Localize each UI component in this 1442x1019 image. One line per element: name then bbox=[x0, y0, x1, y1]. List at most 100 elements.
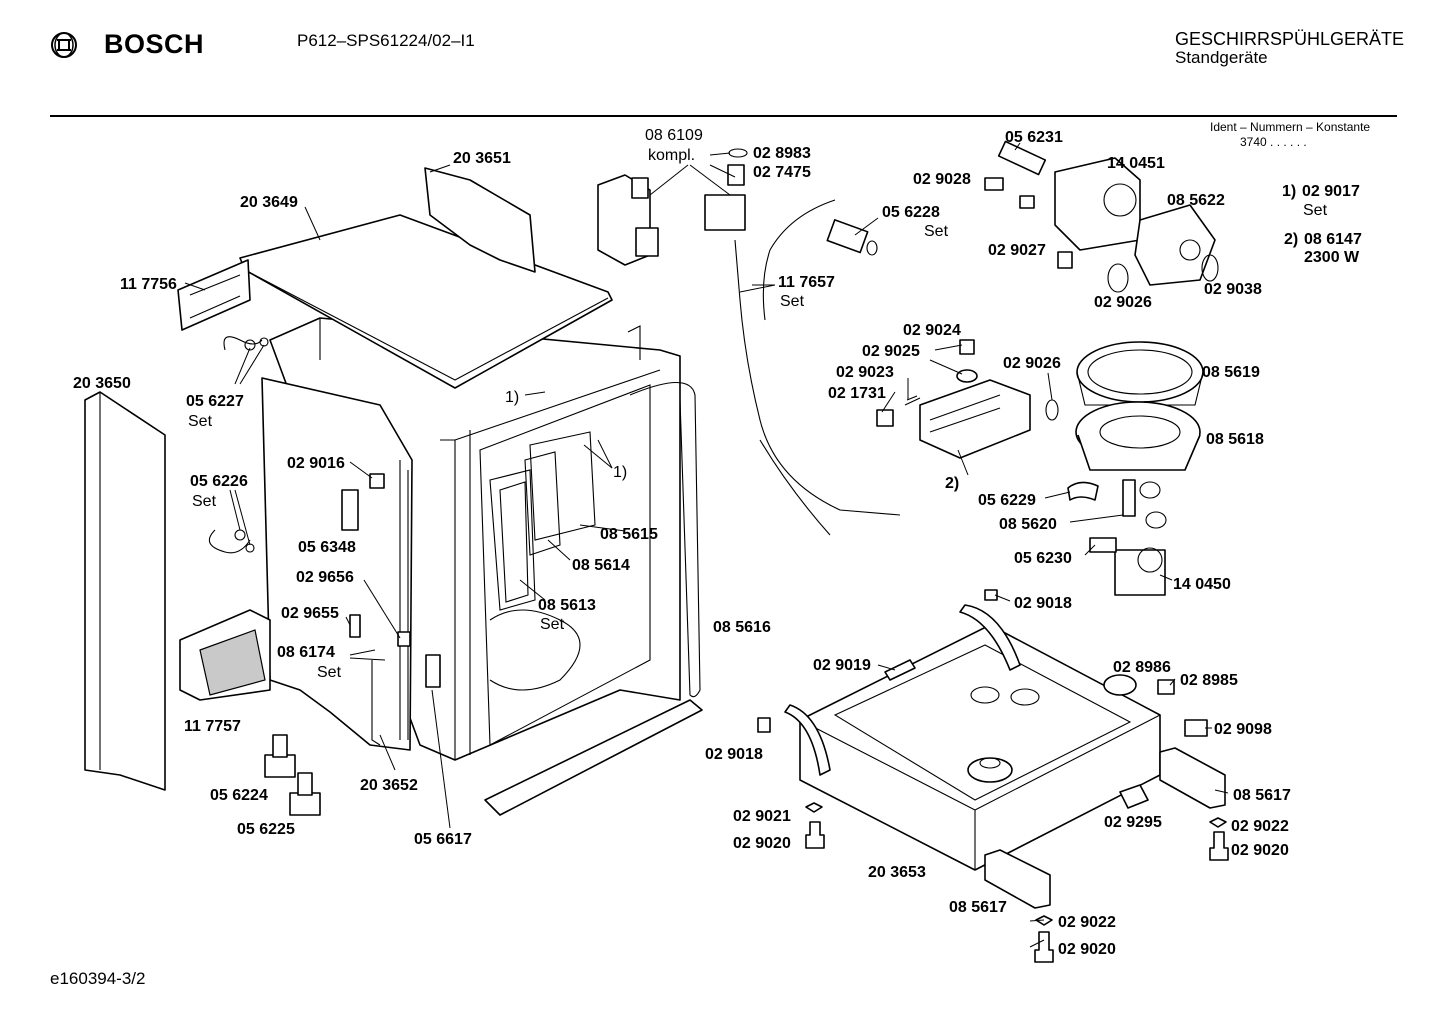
label-14-0451: 14 0451 bbox=[1107, 155, 1165, 172]
label-05-6224: 05 6224 bbox=[210, 787, 268, 804]
part-02-9025 bbox=[956, 369, 978, 383]
document-id: e160394-3/2 bbox=[50, 969, 146, 988]
label-08-5617-a: 08 5617 bbox=[1233, 787, 1291, 804]
ident-value: 3740 . . . . . . bbox=[1240, 135, 1307, 149]
label-02-9026-a: 02 9026 bbox=[1094, 294, 1152, 311]
back-strip-panel bbox=[424, 167, 536, 273]
label-08-5619: 08 5619 bbox=[1202, 364, 1260, 381]
note-1-sub: Set bbox=[1303, 202, 1328, 219]
hose-05-6226 bbox=[208, 529, 251, 554]
seal-08-5613 bbox=[489, 469, 536, 611]
label-02-9018-a: 02 9018 bbox=[1014, 595, 1072, 612]
label-02-1731: 02 1731 bbox=[828, 385, 886, 402]
label-08-5617-b: 08 5617 bbox=[949, 899, 1007, 916]
label-02-9020-b: 02 9020 bbox=[733, 835, 791, 852]
label-note2: 2) bbox=[945, 475, 959, 492]
label-note1-mid: 1) bbox=[613, 464, 627, 481]
label-08-5620: 08 5620 bbox=[999, 516, 1057, 533]
label-02-9021: 02 9021 bbox=[733, 808, 791, 825]
valve-assembly-08-6109 bbox=[597, 148, 748, 266]
clip-02-9018b bbox=[757, 717, 771, 733]
label-11-7756: 11 7756 bbox=[120, 276, 177, 293]
pump-housing-08-5622 bbox=[1134, 204, 1216, 286]
ident-label: Ident – Nummern – Konstante bbox=[1210, 120, 1371, 134]
foot-08-5617b bbox=[984, 849, 1051, 909]
label-08-6174: 08 6174 bbox=[277, 644, 335, 661]
label-05-6231: 05 6231 bbox=[1005, 129, 1063, 146]
part-08-6174 bbox=[371, 660, 381, 746]
float-02-8986 bbox=[1103, 674, 1137, 696]
gasket-08-5616 bbox=[629, 381, 701, 698]
label-08-5618: 08 5618 bbox=[1206, 431, 1264, 448]
switch-02-9016 bbox=[369, 473, 385, 489]
nut-02-9021 bbox=[805, 802, 823, 813]
note-2-key: 2) bbox=[1284, 231, 1298, 248]
label-05-6228-set: Set bbox=[924, 223, 949, 240]
switch-02-1731 bbox=[876, 409, 894, 427]
nut-02-9022a bbox=[1209, 817, 1227, 828]
latch-05-6348 bbox=[341, 489, 359, 531]
label-02-9016: 02 9016 bbox=[287, 455, 345, 472]
note-2-part: 08 6147 bbox=[1304, 231, 1362, 248]
label-20-3650: 20 3650 bbox=[73, 375, 131, 392]
label-02-9026-b: 02 9026 bbox=[1003, 355, 1061, 372]
leader-lines bbox=[184, 142, 1229, 948]
label-08-6174-set: Set bbox=[317, 664, 342, 681]
label-05-6225: 05 6225 bbox=[237, 821, 295, 838]
label-05-6227-set: Set bbox=[188, 413, 213, 430]
label-02-9038: 02 9038 bbox=[1204, 281, 1262, 298]
label-02-9024: 02 9024 bbox=[903, 322, 961, 339]
label-02-9656: 02 9656 bbox=[296, 569, 354, 586]
side-panel-20-3650 bbox=[84, 391, 166, 791]
label-02-7475: 02 7475 bbox=[753, 164, 811, 181]
label-05-6617: 05 6617 bbox=[414, 831, 472, 848]
model-number: P612–SPS61224/02–I1 bbox=[297, 31, 475, 50]
label-20-3649: 20 3649 bbox=[240, 194, 298, 211]
part-02-9027 bbox=[1057, 251, 1073, 269]
valve-05-6225 bbox=[289, 772, 321, 816]
label-02-9295: 02 9295 bbox=[1104, 814, 1162, 831]
label-02-9019: 02 9019 bbox=[813, 657, 871, 674]
label-05-6348: 05 6348 bbox=[298, 539, 356, 556]
seal-08-5614 bbox=[524, 451, 561, 556]
label-08-5622: 08 5622 bbox=[1167, 192, 1225, 209]
label-02-8986: 02 8986 bbox=[1113, 659, 1171, 676]
label-02-9098: 02 9098 bbox=[1214, 721, 1272, 738]
label-08-5615: 08 5615 bbox=[600, 526, 658, 543]
side-panel-left bbox=[261, 377, 413, 751]
part-02-9656 bbox=[397, 631, 411, 647]
label-02-9027: 02 9027 bbox=[988, 242, 1046, 259]
hose-11-7657 bbox=[734, 199, 901, 536]
label-20-3653: 20 3653 bbox=[868, 864, 926, 881]
label-02-9023: 02 9023 bbox=[836, 364, 894, 381]
label-note1-top: 1) bbox=[505, 389, 519, 406]
valve-05-6224 bbox=[264, 734, 296, 778]
o-ring-02-9026 bbox=[1107, 263, 1129, 293]
part-02-9028 bbox=[984, 177, 1004, 191]
label-02-9028: 02 9028 bbox=[913, 171, 971, 188]
screw-02-9020c bbox=[1034, 931, 1054, 963]
label-02-9022-b: 02 9022 bbox=[1058, 914, 1116, 931]
part-02-9028b bbox=[1019, 195, 1035, 209]
label-02-9022-a: 02 9022 bbox=[1231, 818, 1289, 835]
label-02-9025: 02 9025 bbox=[862, 343, 920, 360]
heater-block bbox=[919, 379, 1059, 459]
label-02-9020-a: 02 9020 bbox=[1231, 842, 1289, 859]
o-ring-02-9038 bbox=[1201, 254, 1219, 282]
seal-08-5615 bbox=[529, 431, 596, 541]
connector-02-9295 bbox=[1119, 784, 1149, 809]
label-05-6226: 05 6226 bbox=[190, 473, 248, 490]
hose-05-6229 bbox=[1067, 481, 1099, 501]
label-02-9020-c: 02 9020 bbox=[1058, 941, 1116, 958]
label-05-6229: 05 6229 bbox=[978, 492, 1036, 509]
label-02-8983: 02 8983 bbox=[753, 145, 811, 162]
part-02-9655 bbox=[349, 614, 361, 638]
bracket-02-9019 bbox=[884, 659, 916, 681]
switch-02-8985 bbox=[1157, 679, 1175, 695]
label-08-5613: 08 5613 bbox=[538, 597, 596, 614]
pump-14-0450 bbox=[1089, 537, 1166, 596]
part-02-9098 bbox=[1184, 719, 1208, 737]
note-1-part: 02 9017 bbox=[1302, 183, 1360, 200]
connector-05-6228 bbox=[826, 219, 878, 256]
